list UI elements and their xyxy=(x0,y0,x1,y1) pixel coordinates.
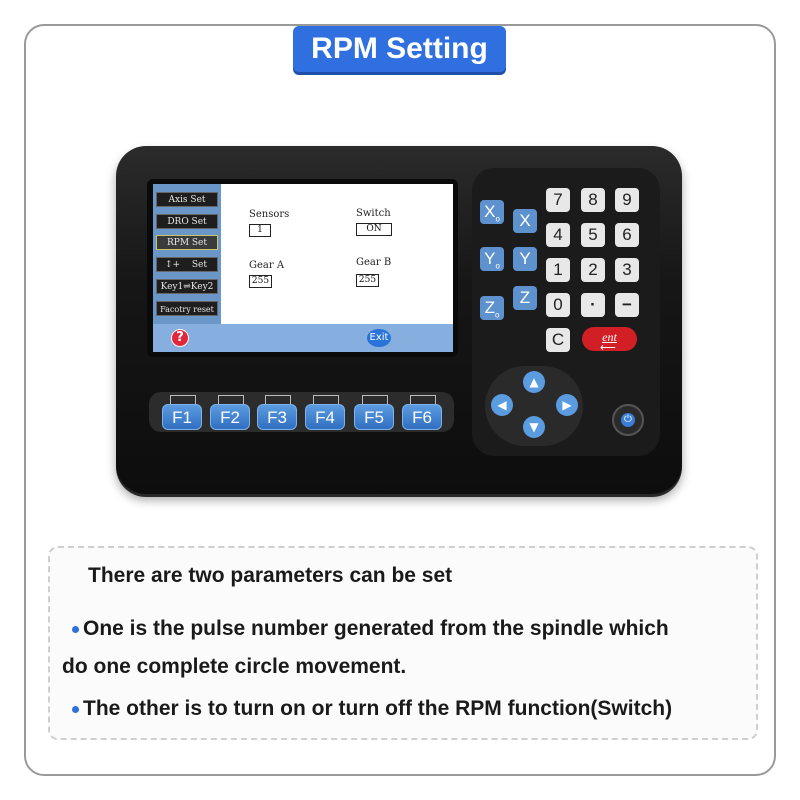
axis-z-key[interactable]: Z xyxy=(513,286,537,310)
axis-x-zero-key[interactable]: Xo xyxy=(480,200,504,224)
fkey-guide xyxy=(410,395,436,404)
key-5[interactable]: 5 xyxy=(581,223,605,247)
gear-b-label: Gear B xyxy=(356,257,392,268)
gear-a-value[interactable]: 255 xyxy=(249,275,272,288)
switch-label: Switch xyxy=(356,208,391,219)
fkey-guide xyxy=(313,395,339,404)
bullet-1-line-1: One is the pulse number generated from t… xyxy=(83,617,669,640)
fkey-guide xyxy=(265,395,291,404)
gear-a-label: Gear A xyxy=(249,260,285,271)
sensors-label: Sensors xyxy=(249,209,290,220)
fkey-guide xyxy=(170,395,196,404)
menu-item-set[interactable]: ↕+ Set xyxy=(156,257,218,272)
exit-button[interactable]: Exit xyxy=(367,329,391,347)
key-7[interactable]: 7 xyxy=(546,188,570,212)
key-0[interactable]: 0 xyxy=(546,293,570,317)
bullet-2: The other is to turn on or turn off the … xyxy=(72,697,672,721)
fkey-guide xyxy=(362,395,388,404)
enter-key[interactable]: ent⟵ xyxy=(582,327,637,354)
bullet-1-line-2: do one complete circle movement. xyxy=(62,655,407,678)
key-decimal[interactable]: · xyxy=(581,293,605,317)
axis-z-zero-key[interactable]: Zo xyxy=(480,296,504,320)
bullet-dot-icon xyxy=(72,625,79,633)
f6-key[interactable]: F6 xyxy=(402,404,442,430)
enter-label: ent xyxy=(602,330,617,344)
f3-key[interactable]: F3 xyxy=(257,404,297,430)
fkey-guide xyxy=(218,395,244,404)
f1-key[interactable]: F1 xyxy=(162,404,202,430)
axis-y-key[interactable]: Y xyxy=(513,247,537,271)
bullet-2-text: The other is to turn on or turn off the … xyxy=(83,697,673,720)
arrow-left-icon[interactable]: ◀ xyxy=(491,394,513,416)
enter-arrow-icon: ⟵ xyxy=(600,342,616,354)
f5-key[interactable]: F5 xyxy=(354,404,394,430)
description-heading: There are two parameters can be set xyxy=(88,564,453,587)
key-3[interactable]: 3 xyxy=(615,258,639,282)
menu-item-axis-set[interactable]: Axis Set xyxy=(156,192,218,207)
screen-bottom-bar xyxy=(153,324,453,352)
power-button[interactable]: ⏻ xyxy=(612,404,644,436)
menu-item-dro-set[interactable]: DRO Set xyxy=(156,214,218,229)
axis-y-zero-key[interactable]: Yo xyxy=(480,247,504,271)
device-screen: Axis Set DRO Set RPM Set ↕+ Set Key1⇌Key2… xyxy=(153,184,453,352)
gear-b-value[interactable]: 255 xyxy=(356,274,379,287)
key-minus[interactable]: − xyxy=(615,293,639,317)
axis-y-zero-label: Y xyxy=(484,249,496,268)
arrow-right-icon[interactable]: ▶ xyxy=(556,394,578,416)
arrow-down-icon[interactable]: ▼ xyxy=(523,416,545,438)
key-clear[interactable]: C xyxy=(546,328,570,352)
key-2[interactable]: 2 xyxy=(581,258,605,282)
key-8[interactable]: 8 xyxy=(581,188,605,212)
axis-cross-icon: ↕+ xyxy=(165,260,181,270)
power-icon: ⏻ xyxy=(621,413,635,427)
f2-key[interactable]: F2 xyxy=(210,404,250,430)
switch-value[interactable]: ON xyxy=(356,223,392,236)
page-title: RPM Setting xyxy=(293,26,506,72)
f4-key[interactable]: F4 xyxy=(305,404,345,430)
sensors-value[interactable]: 1 xyxy=(249,224,271,237)
axis-z-zero-label: Z xyxy=(484,298,495,317)
menu-item-rpm-set[interactable]: RPM Set xyxy=(156,235,218,250)
axis-subscript: o xyxy=(495,214,500,224)
screen-menu: Axis Set DRO Set RPM Set ↕+ Set Key1⇌Key2… xyxy=(153,184,221,324)
axis-subscript: o xyxy=(495,261,500,271)
axis-x-key[interactable]: X xyxy=(513,209,537,233)
menu-item-set-label: Set xyxy=(191,260,207,270)
key-9[interactable]: 9 xyxy=(615,188,639,212)
axis-x-zero-label: X xyxy=(484,202,496,221)
menu-item-factory-reset[interactable]: Facotry reset xyxy=(156,301,218,316)
key-4[interactable]: 4 xyxy=(546,223,570,247)
bullet-dot-icon xyxy=(72,705,79,713)
bullet-1: One is the pulse number generated from t… xyxy=(72,617,669,641)
axis-subscript: o xyxy=(494,310,500,320)
key-6[interactable]: 6 xyxy=(615,223,639,247)
arrow-up-icon[interactable]: ▲ xyxy=(523,371,545,393)
key-1[interactable]: 1 xyxy=(546,258,570,282)
menu-item-key-swap[interactable]: Key1⇌Key2 xyxy=(156,279,218,294)
help-icon[interactable]: ? xyxy=(171,329,189,347)
description-box xyxy=(48,546,758,740)
